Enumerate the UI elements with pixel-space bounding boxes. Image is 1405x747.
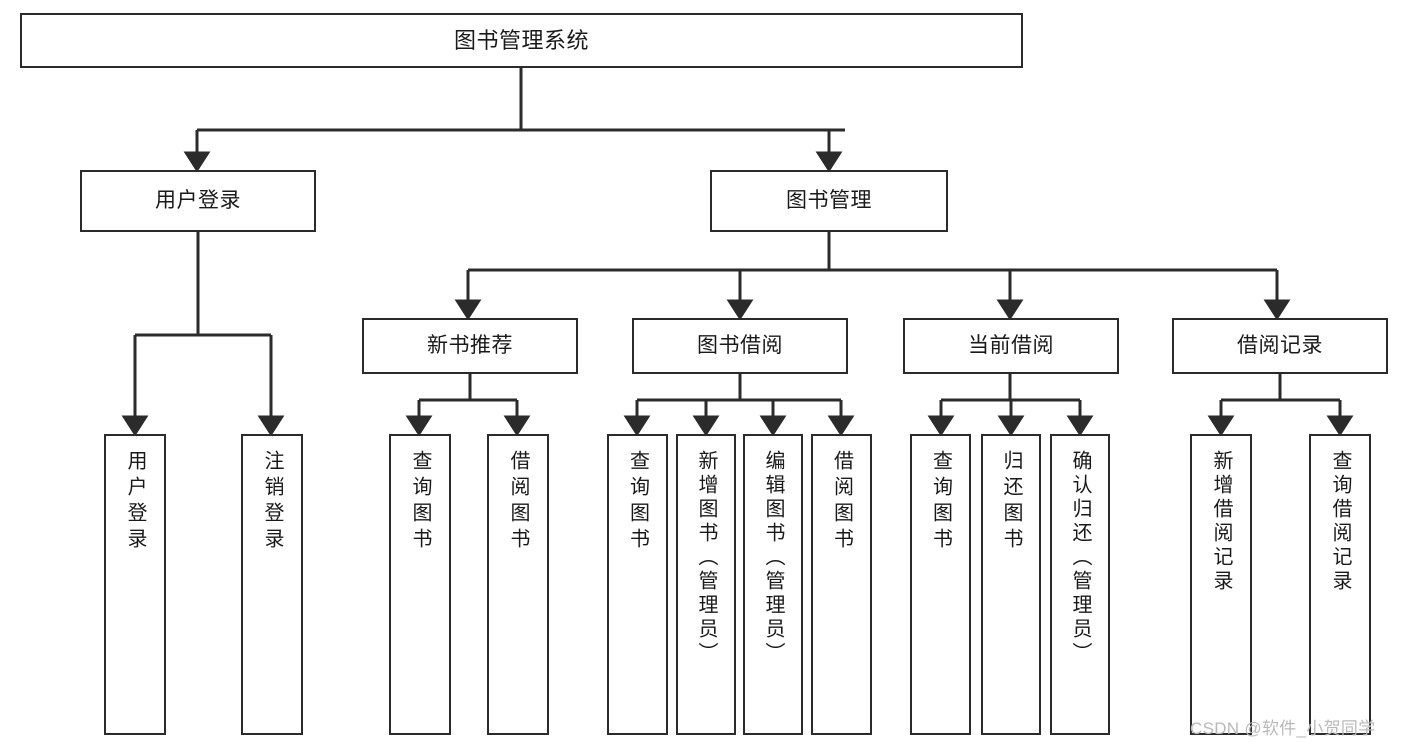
node-label: 查询图书 <box>626 450 649 554</box>
node-leaf-add-book-admin[interactable]: 新增图书（管理员） <box>676 434 736 735</box>
node-label: 编辑图书（管理员） <box>762 450 784 666</box>
node-book-management[interactable]: 图书管理 <box>710 170 948 232</box>
node-label: 查询图书 <box>929 450 952 554</box>
node-label: 借阅图书 <box>830 450 853 554</box>
node-label: 借阅记录 <box>1237 333 1323 357</box>
node-label: 查询借阅记录 <box>1329 450 1351 594</box>
node-label: 确认归还（管理员） <box>1069 450 1091 666</box>
node-borrow-record[interactable]: 借阅记录 <box>1172 318 1388 374</box>
node-user-login[interactable]: 用户登录 <box>80 170 316 232</box>
node-label: 归还图书 <box>1000 450 1022 554</box>
node-label: 新增借阅记录 <box>1210 450 1232 594</box>
node-root-system[interactable]: 图书管理系统 <box>20 13 1023 68</box>
node-leaf-add-borrow-record[interactable]: 新增借阅记录 <box>1190 434 1252 735</box>
node-label: 图书借阅 <box>697 333 783 357</box>
node-leaf-query-book-3[interactable]: 查询图书 <box>910 434 971 735</box>
node-label: 注销登录 <box>261 450 283 554</box>
node-label: 用户登录 <box>155 188 241 212</box>
node-current-borrow[interactable]: 当前借阅 <box>903 318 1119 374</box>
node-label: 借阅图书 <box>507 450 529 554</box>
node-leaf-confirm-return-admin[interactable]: 确认归还（管理员） <box>1050 434 1110 735</box>
node-label: 用户登录 <box>124 450 146 554</box>
node-label: 图书管理系统 <box>453 27 589 53</box>
node-label: 查询图书 <box>409 450 431 554</box>
node-leaf-user-login[interactable]: 用户登录 <box>104 434 166 735</box>
node-leaf-borrow-book-2[interactable]: 借阅图书 <box>811 434 872 735</box>
node-leaf-user-logout[interactable]: 注销登录 <box>241 434 303 735</box>
node-label: 新书推荐 <box>427 333 513 357</box>
node-label: 当前借阅 <box>968 333 1054 357</box>
csdn-watermark: CSDN @软件_小贺同学 <box>1190 719 1376 738</box>
node-label: 新增图书（管理员） <box>695 450 717 666</box>
node-new-book-recommend[interactable]: 新书推荐 <box>362 318 578 374</box>
node-leaf-return-book[interactable]: 归还图书 <box>981 434 1041 735</box>
node-leaf-edit-book-admin[interactable]: 编辑图书（管理员） <box>743 434 803 735</box>
node-leaf-query-borrow-record[interactable]: 查询借阅记录 <box>1309 434 1371 735</box>
node-book-borrow[interactable]: 图书借阅 <box>632 318 848 374</box>
node-leaf-borrow-book-1[interactable]: 借阅图书 <box>487 434 549 735</box>
node-label: 图书管理 <box>786 188 872 212</box>
node-leaf-query-book-2[interactable]: 查询图书 <box>607 434 668 735</box>
node-leaf-query-book-1[interactable]: 查询图书 <box>389 434 451 735</box>
